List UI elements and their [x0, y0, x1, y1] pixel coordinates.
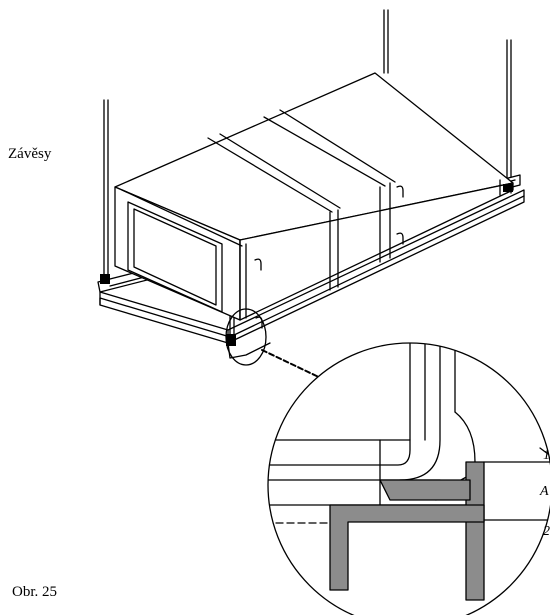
detail-mark-top: 1 — [543, 448, 550, 463]
detail-mark-bottom: 2 — [543, 524, 550, 539]
detail-leader — [261, 349, 326, 381]
hangers-label: Závěsy — [8, 146, 52, 162]
profile-flange — [329, 504, 485, 591]
hanger-fixings — [100, 184, 513, 346]
detail-view — [267, 342, 550, 615]
figure-caption: Obr. 25 — [12, 584, 57, 600]
detail-marker-ellipse — [225, 308, 267, 366]
detail-mark-middle: A — [539, 484, 549, 499]
